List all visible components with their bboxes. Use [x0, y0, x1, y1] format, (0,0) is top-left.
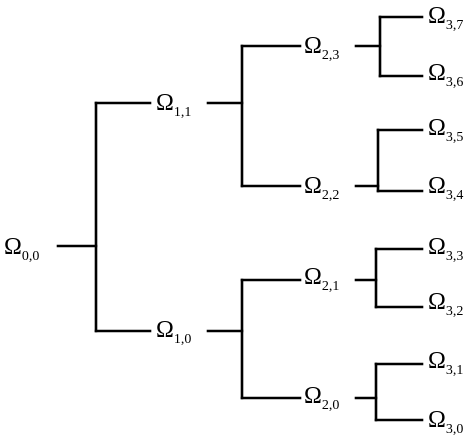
node-symbol: Ω: [156, 317, 174, 343]
node-symbol: Ω: [428, 289, 446, 315]
node-symbol: Ω: [428, 3, 446, 29]
node-symbol: Ω: [4, 234, 22, 260]
node-label-2-1: Ω2,1: [304, 264, 339, 294]
node-symbol: Ω: [428, 173, 446, 199]
node-subscript: 1,1: [174, 105, 192, 120]
node-symbol: Ω: [428, 407, 446, 433]
node-label-3-6: Ω3,6: [428, 60, 463, 90]
node-symbol: Ω: [428, 60, 446, 86]
node-label-1-1: Ω1,1: [156, 90, 191, 120]
tree-node-labels: Ω0,0Ω1,1Ω1,0Ω2,3Ω2,2Ω2,1Ω2,0Ω3,7Ω3,6Ω3,5…: [4, 3, 463, 437]
node-label-2-3: Ω2,3: [304, 33, 339, 63]
node-symbol: Ω: [304, 264, 322, 290]
node-subscript: 2,1: [322, 279, 340, 294]
node-subscript: 3,1: [446, 363, 464, 378]
node-symbol: Ω: [304, 383, 322, 409]
node-subscript: 1,0: [174, 332, 192, 347]
node-subscript: 3,3: [446, 249, 464, 264]
node-label-0-0: Ω0,0: [4, 234, 39, 264]
node-symbol: Ω: [428, 115, 446, 141]
node-label-3-0: Ω3,0: [428, 407, 463, 437]
node-label-3-7: Ω3,7: [428, 3, 463, 33]
node-symbol: Ω: [156, 90, 174, 116]
node-label-3-2: Ω3,2: [428, 289, 463, 319]
node-label-3-3: Ω3,3: [428, 234, 463, 264]
node-label-3-4: Ω3,4: [428, 173, 463, 203]
node-subscript: 2,3: [322, 48, 340, 63]
node-subscript: 0,0: [22, 249, 40, 264]
node-label-3-5: Ω3,5: [428, 115, 463, 145]
node-subscript: 3,0: [446, 422, 464, 437]
node-symbol: Ω: [304, 173, 322, 199]
node-subscript: 3,2: [446, 304, 464, 319]
node-subscript: 3,7: [446, 18, 464, 33]
node-subscript: 3,4: [446, 188, 464, 203]
node-subscript: 2,0: [322, 398, 340, 413]
node-subscript: 3,5: [446, 130, 464, 145]
node-symbol: Ω: [428, 348, 446, 374]
node-symbol: Ω: [304, 33, 322, 59]
node-label-3-1: Ω3,1: [428, 348, 463, 378]
node-label-2-2: Ω2,2: [304, 173, 339, 203]
node-subscript: 3,6: [446, 75, 464, 90]
node-label-1-0: Ω1,0: [156, 317, 191, 347]
node-symbol: Ω: [428, 234, 446, 260]
tree-edges: [56, 15, 424, 422]
node-label-2-0: Ω2,0: [304, 383, 339, 413]
node-subscript: 2,2: [322, 188, 340, 203]
